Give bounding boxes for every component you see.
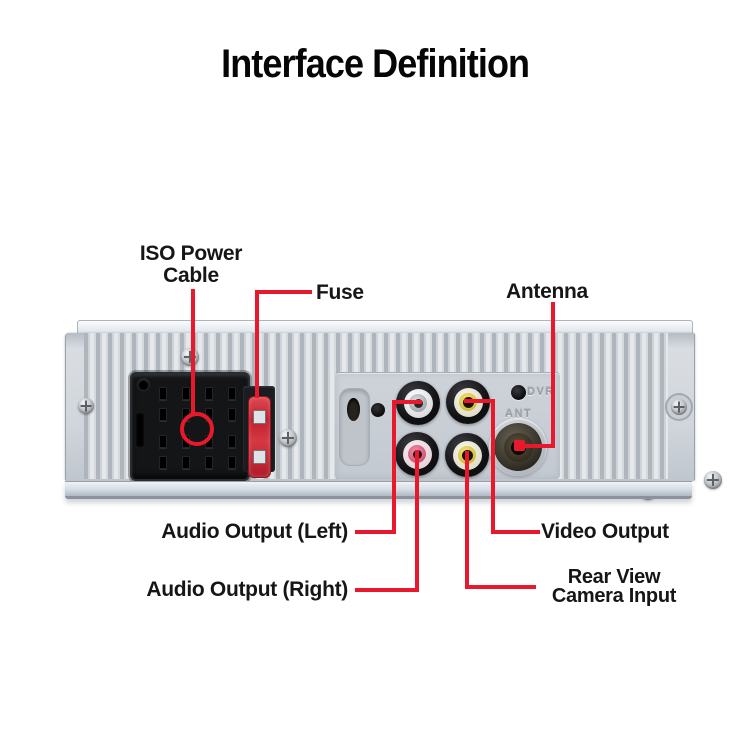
connector-panel: DVR ANT bbox=[335, 372, 722, 500]
screw bbox=[181, 348, 199, 366]
callout-line-video-vertical bbox=[491, 399, 495, 534]
fuse bbox=[248, 396, 271, 478]
callout-line-iso-vertical bbox=[191, 289, 195, 414]
callout-circle-iso bbox=[180, 412, 214, 446]
page-title: Interface Definition bbox=[0, 42, 750, 87]
label-audio-output-right: Audio Output (Right) bbox=[146, 578, 348, 601]
callout-line-fuse-vertical bbox=[255, 290, 259, 398]
embossed-ant-label: ANT bbox=[505, 408, 533, 420]
dvr-port-hole bbox=[511, 385, 526, 400]
label-video-output: Video Output bbox=[541, 520, 669, 543]
callout-endpoint-antenna bbox=[514, 440, 525, 451]
callout-line-video-h2 bbox=[491, 530, 540, 534]
iso-pin bbox=[182, 456, 191, 469]
label-iso-power-cable: ISO Power Cable bbox=[100, 243, 282, 287]
iso-pin bbox=[204, 387, 213, 400]
fuse-contact bbox=[253, 410, 266, 424]
callout-line-video-h1 bbox=[464, 399, 495, 403]
label-iso-line1: ISO Power bbox=[139, 242, 243, 265]
label-antenna: Antenna bbox=[506, 280, 588, 303]
callout-line-audioleft-vertical bbox=[392, 400, 396, 534]
callout-line-audioright-horizontal bbox=[355, 588, 419, 592]
label-audio-output-left: Audio Output (Left) bbox=[161, 520, 348, 543]
label-iso-line2: Cable bbox=[163, 264, 219, 287]
iso-pin bbox=[204, 456, 213, 469]
iso-pin bbox=[159, 408, 168, 421]
iso-guide-hole bbox=[138, 379, 149, 390]
page-title-text: Interface Definition bbox=[220, 42, 530, 86]
label-rear-line2: Camera Input bbox=[551, 585, 677, 607]
iso-pin bbox=[227, 456, 236, 469]
iso-pin bbox=[204, 408, 213, 421]
callout-line-fuse-horizontal bbox=[257, 290, 312, 294]
label-rear-line1: Rear View bbox=[567, 566, 661, 588]
screw bbox=[671, 399, 687, 415]
iso-pin bbox=[227, 435, 236, 448]
screw bbox=[704, 471, 722, 489]
iso-key-slot bbox=[135, 412, 145, 448]
label-rear-view-camera-input: Rear View Camera Input bbox=[536, 566, 692, 607]
mounting-slot bbox=[347, 398, 360, 421]
callout-line-antenna-horizontal bbox=[520, 444, 555, 448]
screw bbox=[279, 429, 297, 447]
round-port-hole bbox=[371, 403, 385, 417]
callout-line-audioright-vertical bbox=[415, 450, 419, 592]
embossed-dvr-label: DVR bbox=[527, 386, 555, 398]
iso-pin bbox=[227, 408, 236, 421]
mounting-recess bbox=[339, 388, 370, 466]
iso-pin bbox=[159, 387, 168, 400]
callout-line-audioleft-h2 bbox=[355, 530, 396, 534]
label-fuse: Fuse bbox=[316, 281, 364, 304]
iso-pin bbox=[182, 387, 191, 400]
iso-pin bbox=[204, 435, 213, 448]
screw bbox=[78, 398, 94, 414]
callout-line-audioleft-h1 bbox=[393, 400, 422, 404]
callout-line-rearcam-horizontal bbox=[465, 585, 536, 589]
callout-line-rearcam-vertical bbox=[465, 451, 469, 589]
fuse-contact bbox=[253, 450, 266, 464]
iso-pin bbox=[159, 456, 168, 469]
iso-pin bbox=[227, 387, 236, 400]
bottom-flange bbox=[65, 481, 692, 499]
car-stereo-rear-panel: DVR ANT bbox=[65, 320, 722, 500]
iso-pin bbox=[159, 435, 168, 448]
callout-line-antenna-vertical bbox=[551, 302, 555, 448]
